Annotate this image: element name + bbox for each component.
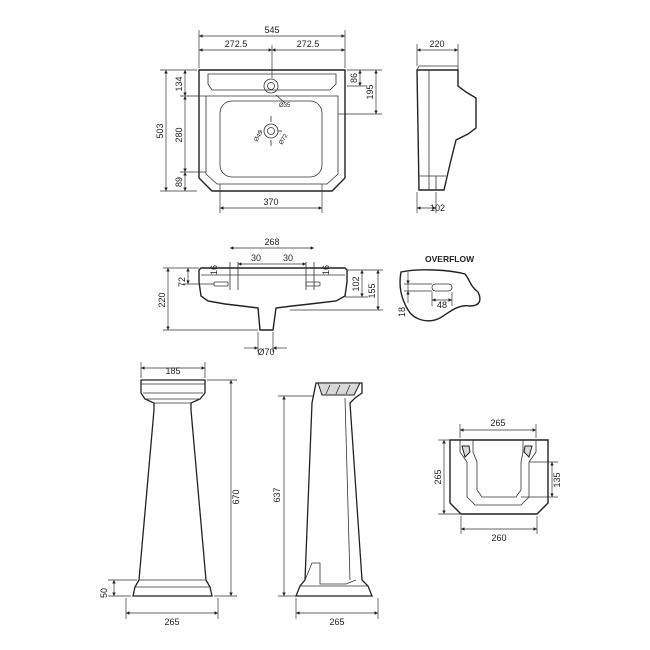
dim-tap-35: Ø35 — [279, 103, 291, 109]
dim-135: 135 — [552, 472, 562, 487]
dim-50: 50 — [99, 588, 109, 598]
pedestal-top-view — [449, 439, 549, 515]
dim-155: 155 — [367, 283, 377, 298]
pedestal-front-view — [132, 379, 213, 597]
dim-16-left: 16 — [209, 265, 219, 275]
dim-waste-45: Ø45 — [254, 130, 265, 143]
dim-48: 48 — [437, 300, 447, 310]
dim-86: 86 — [349, 73, 359, 83]
basin-side-dimensions: 220 102 — [416, 39, 459, 213]
dim-102-side: 102 — [430, 203, 445, 213]
dim-280: 280 — [174, 127, 184, 142]
overflow-dimensions: 48 18 — [397, 272, 453, 317]
dim-30-left: 30 — [251, 253, 261, 263]
basin-top-dimensions: 545 272.5 272.5 503 134 280 89 86 195 Ø3… — [155, 25, 382, 213]
dim-134: 134 — [174, 76, 184, 91]
dim-30-right: 30 — [283, 253, 293, 263]
pedestal-side-view — [295, 382, 373, 597]
dim-265-side: 265 — [329, 617, 344, 627]
basin-side-view — [416, 65, 477, 191]
pedestal-front-dimensions: 185 670 50 265 — [99, 362, 241, 627]
basin-top-view — [198, 69, 346, 192]
dim-260: 260 — [491, 533, 506, 543]
dim-272-5-right: 272.5 — [297, 39, 320, 49]
dim-265-top: 265 — [490, 418, 505, 428]
dim-265-front: 265 — [164, 617, 179, 627]
overflow-detail: OVERFLOW — [399, 254, 481, 322]
dim-195: 195 — [365, 84, 375, 99]
dim-670: 670 — [231, 489, 241, 504]
dim-102-front: 102 — [351, 276, 361, 291]
dim-220-side: 220 — [429, 39, 444, 49]
dim-370: 370 — [263, 197, 278, 207]
overflow-title: OVERFLOW — [425, 254, 475, 264]
dim-268: 268 — [264, 237, 279, 247]
dim-220-front: 220 — [157, 292, 167, 307]
dim-89: 89 — [174, 177, 184, 187]
pedestal-top-dimensions: 265 265 135 260 — [433, 418, 562, 543]
dim-72: 72 — [177, 277, 187, 287]
dim-265-depth: 265 — [433, 469, 443, 484]
dim-waste-70: Ø70 — [257, 347, 274, 357]
dim-185: 185 — [165, 366, 180, 376]
basin-front-dimensions: 268 30 30 16 16 72 220 102 155 Ø70 — [157, 237, 383, 357]
dim-272-5-left: 272.5 — [225, 39, 248, 49]
dim-16-right: 16 — [321, 265, 331, 275]
dim-545: 545 — [264, 25, 279, 35]
dim-waste-72: Ø72 — [279, 133, 290, 146]
pedestal-side-dimensions: 637 265 — [272, 395, 379, 627]
dim-503: 503 — [155, 123, 165, 138]
dim-18: 18 — [397, 307, 407, 317]
dim-637: 637 — [272, 487, 282, 502]
